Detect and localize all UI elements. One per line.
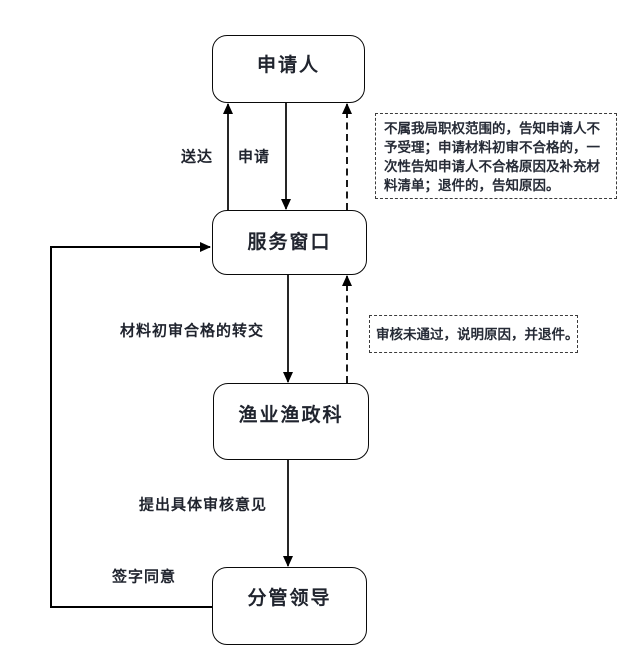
edge-label-deliver: 送达 xyxy=(178,145,216,167)
note-rejection-box: 不属我局职权范围的，告知申请人不予受理；申请材料初审不合格的，一次性告知申请人不… xyxy=(375,113,617,199)
node-leader: 分管领导 xyxy=(212,567,367,645)
node-applicant-label: 申请人 xyxy=(256,54,320,76)
node-leader-label: 分管领导 xyxy=(247,587,332,609)
edge-label-sign-agree: 签字同意 xyxy=(109,565,179,587)
node-fishery-section-label: 渔业渔政科 xyxy=(238,405,344,426)
node-service-window-label: 服务窗口 xyxy=(247,232,332,253)
node-service-window: 服务窗口 xyxy=(212,210,367,275)
note-review-fail-text: 审核未通过，说明原因，并退件。 xyxy=(376,326,578,342)
edge-label-transfer: 材料初审合格的转交 xyxy=(117,319,267,341)
node-applicant: 申请人 xyxy=(212,35,365,103)
note-review-fail-box: 审核未通过，说明原因，并退件。 xyxy=(369,315,578,353)
arrow-sign-loop xyxy=(50,242,212,608)
node-fishery-section: 渔业渔政科 xyxy=(213,383,369,460)
note-rejection-text: 不属我局职权范围的，告知申请人不予受理；申请材料初审不合格的，一次性告知申请人不… xyxy=(384,121,600,193)
edge-label-opinion: 提出具体审核意见 xyxy=(136,493,270,515)
edge-label-apply: 申请 xyxy=(235,145,273,167)
